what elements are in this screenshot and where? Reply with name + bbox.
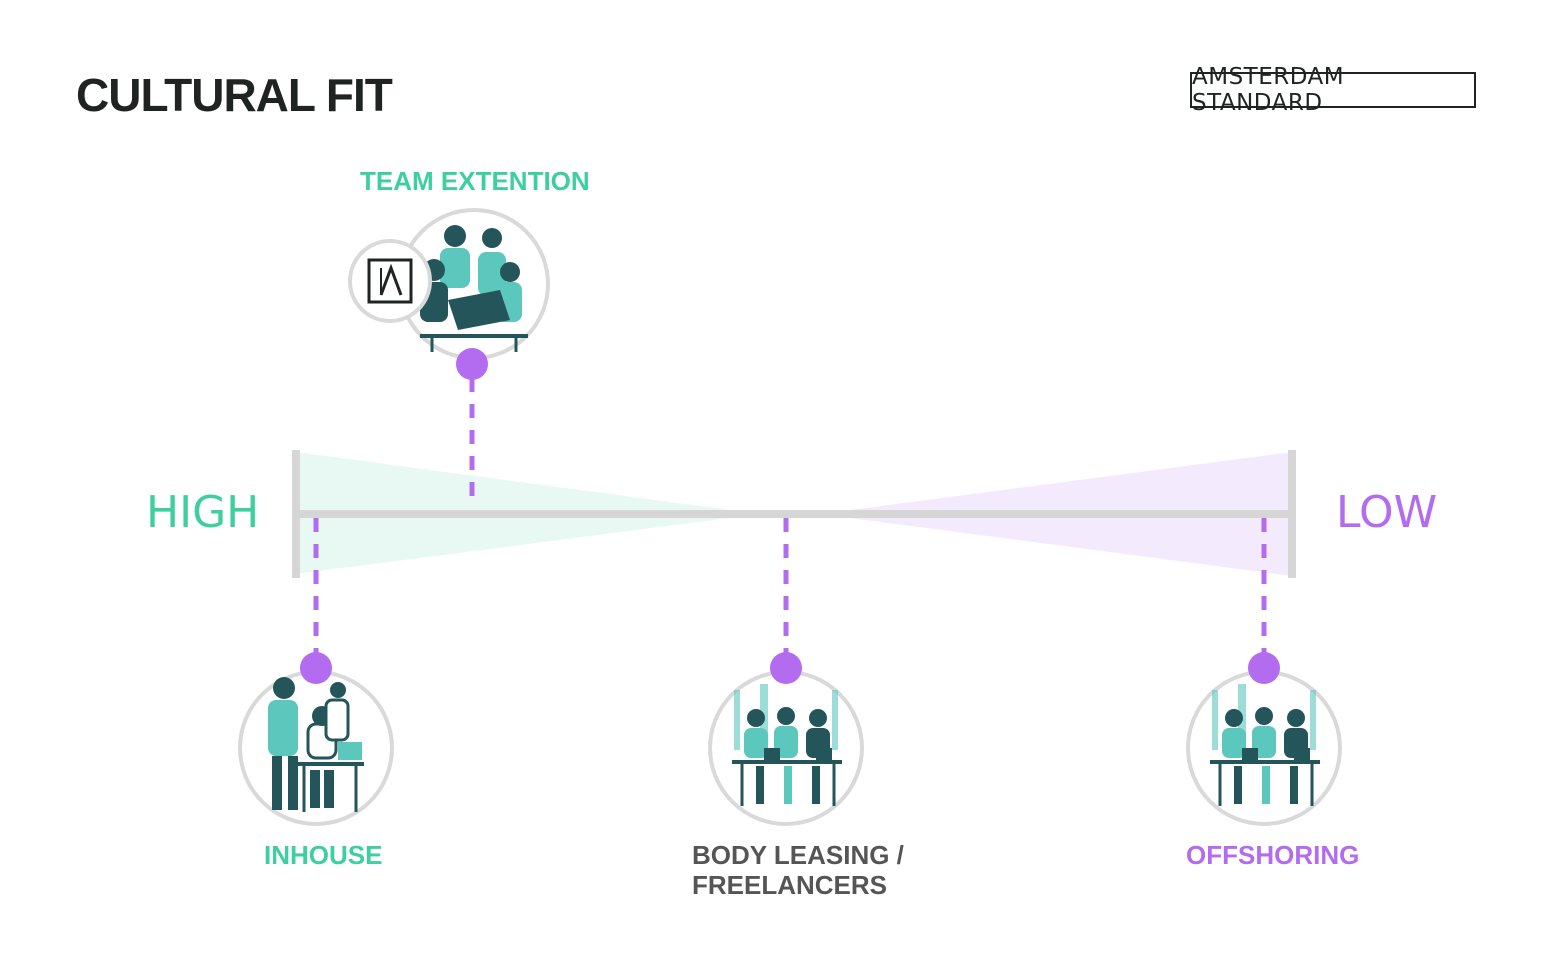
scale-bar: [296, 510, 1292, 518]
scale-bar-left-end: [292, 450, 300, 578]
high-label: HIGH: [146, 487, 260, 538]
amsterdam-standard-badge: [348, 239, 432, 323]
body-leasing-label-line2: FREELANCERS: [692, 870, 888, 900]
offshoring-illustration: [1186, 670, 1342, 826]
low-label: LOW: [1336, 487, 1438, 538]
body-leasing-illustration: [708, 670, 864, 826]
team-extention-label: TEAM EXTENTION: [360, 166, 590, 196]
scale-bar-right-end: [1288, 450, 1296, 578]
page-title: CULTURAL FIT: [76, 69, 393, 121]
inhouse-illustration: [238, 670, 394, 826]
marker-dot-team-extention: [456, 348, 488, 380]
inhouse-label: INHOUSE: [264, 840, 383, 870]
marker-dot-inhouse: [300, 652, 332, 684]
marker-dot-offshoring: [1248, 652, 1280, 684]
body-leasing-label-line1: BODY LEASING /: [692, 840, 904, 870]
offshoring-label: OFFSHORING: [1186, 840, 1360, 870]
marker-dot-body-leasing: [770, 652, 802, 684]
